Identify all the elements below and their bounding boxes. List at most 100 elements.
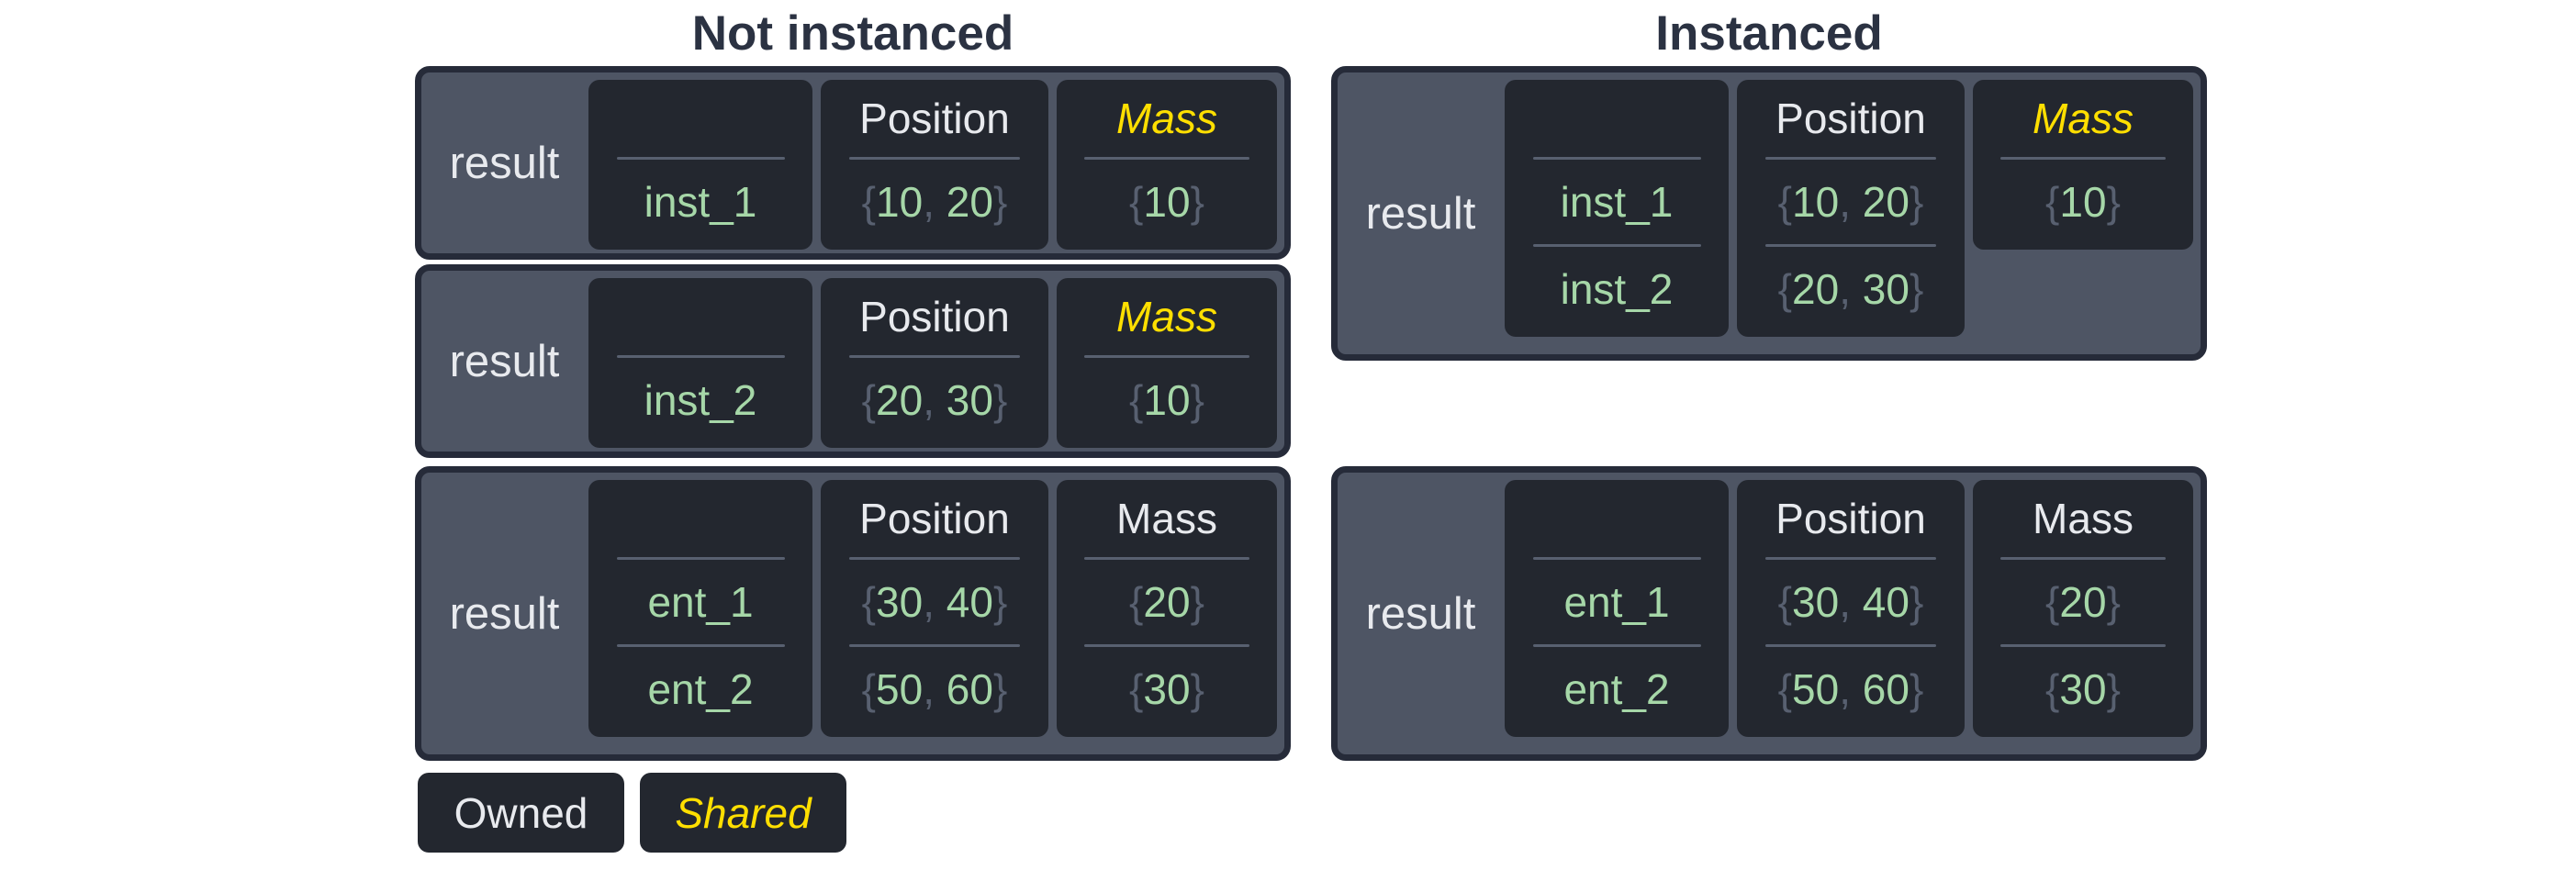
- comma: ,: [1839, 578, 1863, 626]
- close-brace: }: [1190, 578, 1204, 626]
- separator-line: [1084, 157, 1249, 160]
- position-column: Position {30, 40} {50, 60}: [1737, 480, 1965, 737]
- mass-column-header: Mass: [1116, 293, 1217, 340]
- mass-column: Mass {10}: [1057, 278, 1277, 448]
- comma: ,: [1839, 265, 1863, 313]
- position-column: Position {10, 20}: [821, 80, 1048, 250]
- mass-value: {20}: [1057, 560, 1277, 644]
- comma: ,: [923, 178, 946, 226]
- close-brace: }: [1190, 376, 1204, 424]
- close-brace: }: [992, 578, 1008, 626]
- position-value: {10, 20}: [821, 160, 1048, 244]
- separator-line: [2000, 157, 2166, 160]
- open-brace: {: [1129, 376, 1144, 424]
- separator-line: [1765, 644, 1936, 647]
- mass-column-shared-single: Mass {10}: [1973, 80, 2193, 250]
- separator-line: [849, 557, 1020, 560]
- mass-value: {20}: [1973, 560, 2193, 644]
- position-y: 30: [946, 376, 993, 424]
- open-brace: {: [2045, 178, 2060, 226]
- open-brace: {: [1777, 578, 1793, 626]
- position-column-header: Position: [1775, 495, 1926, 542]
- comma: ,: [923, 376, 946, 424]
- close-brace: }: [2106, 665, 2121, 713]
- position-column-header: Position: [1775, 95, 1926, 142]
- legend-owned-label: Owned: [454, 788, 588, 837]
- separator-line: [1765, 557, 1936, 560]
- separator-line: [1084, 644, 1249, 647]
- mass-value: {10}: [1973, 160, 2193, 244]
- entity-column: ent_1 ent_2: [1505, 480, 1729, 737]
- close-brace: }: [1909, 178, 1924, 226]
- entity-column: inst_1 inst_2: [1505, 80, 1729, 337]
- mass-column: Mass {10}: [1057, 80, 1277, 250]
- position-x: 20: [876, 376, 924, 424]
- mass-number: 20: [1143, 578, 1191, 626]
- separator-line: [849, 355, 1020, 358]
- entity-column-header: [588, 480, 812, 557]
- close-brace: }: [1190, 665, 1204, 713]
- open-brace: {: [861, 178, 877, 226]
- open-brace: {: [861, 665, 877, 713]
- separator-line: [1532, 644, 1701, 647]
- open-brace: {: [1129, 665, 1144, 713]
- position-x: 30: [1792, 578, 1840, 626]
- entity-name: ent_2: [1563, 665, 1670, 713]
- mass-number: 30: [1143, 665, 1191, 713]
- comma: ,: [1839, 665, 1863, 713]
- entity-column-header: [588, 80, 812, 157]
- entity-column-header: [588, 278, 812, 355]
- position-value: {10, 20}: [1737, 160, 1965, 244]
- position-column-header: Position: [859, 293, 1010, 340]
- separator-line: [616, 644, 785, 647]
- position-x: 20: [1792, 265, 1840, 313]
- position-column-header: Position: [859, 495, 1010, 542]
- separator-line: [2000, 644, 2166, 647]
- position-value: {30, 40}: [821, 560, 1048, 644]
- separator-line: [616, 355, 785, 358]
- legend-owned: Owned: [418, 773, 624, 853]
- entity-name: ent_1: [647, 578, 754, 626]
- position-column: Position {30, 40} {50, 60}: [821, 480, 1048, 737]
- mass-column-header: Mass: [1116, 95, 1217, 142]
- position-y: 40: [1862, 578, 1910, 626]
- mass-column: Mass {20} {30}: [1057, 480, 1277, 737]
- position-column: Position {10, 20} {20, 30}: [1737, 80, 1965, 337]
- separator-line: [1084, 355, 1249, 358]
- mass-column-header: Mass: [2033, 495, 2134, 542]
- close-brace: }: [1909, 265, 1924, 313]
- mass-column-header: Mass: [1116, 495, 1217, 542]
- mass-column-header: Mass: [2033, 95, 2134, 142]
- position-value: {50, 60}: [821, 647, 1048, 731]
- close-brace: }: [992, 178, 1008, 226]
- comma: ,: [923, 665, 946, 713]
- entity-name: inst_1: [644, 178, 757, 226]
- entity-name: inst_1: [1560, 178, 1674, 226]
- legend-shared-label: Shared: [675, 788, 812, 837]
- close-brace: }: [992, 376, 1008, 424]
- result-label: result: [449, 138, 560, 188]
- query-result-table: result inst_1 inst_2 Position {10, 20} {…: [1331, 66, 2207, 361]
- legend-shared: Shared: [640, 773, 846, 853]
- position-y: 60: [946, 665, 993, 713]
- separator-line: [849, 157, 1020, 160]
- position-value: {50, 60}: [1737, 647, 1965, 731]
- separator-line: [1765, 244, 1936, 247]
- mass-value: {10}: [1057, 160, 1277, 244]
- entity-name: inst_2: [1560, 265, 1674, 313]
- separator-line: [849, 644, 1020, 647]
- result-label: result: [1365, 188, 1476, 239]
- close-brace: }: [2106, 578, 2121, 626]
- position-x: 10: [1792, 178, 1840, 226]
- separator-line: [616, 557, 785, 560]
- position-y: 20: [1862, 178, 1910, 226]
- mass-number: 10: [2059, 178, 2107, 226]
- query-result-table: result ent_1 ent_2 Position {30, 40} {50…: [1331, 466, 2207, 761]
- not-instanced-title: Not instanced: [691, 6, 1014, 61]
- open-brace: {: [1777, 178, 1793, 226]
- query-result-table: result inst_1 Position {10, 20} Mass {10…: [415, 66, 1291, 260]
- entity-name: ent_1: [1563, 578, 1670, 626]
- close-brace: }: [2106, 178, 2121, 226]
- separator-line: [616, 157, 785, 160]
- mass-column: Mass {20} {30}: [1973, 480, 2193, 737]
